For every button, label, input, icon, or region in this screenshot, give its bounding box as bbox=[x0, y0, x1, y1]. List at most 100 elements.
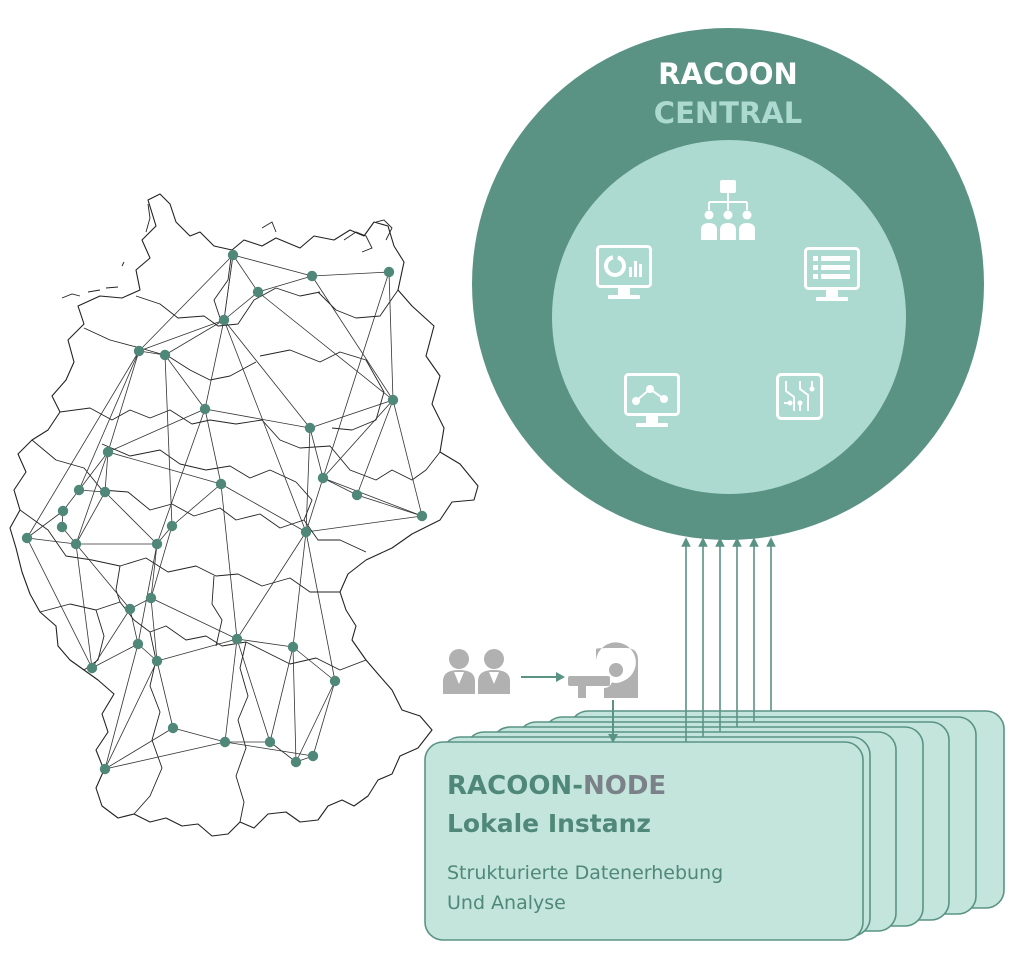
network-link bbox=[311, 271, 390, 277]
network-link bbox=[104, 491, 158, 545]
network-link bbox=[322, 477, 423, 517]
network-link bbox=[224, 741, 314, 757]
network-link bbox=[223, 291, 259, 321]
network-node-dot bbox=[86, 662, 98, 674]
network-link bbox=[236, 638, 271, 743]
network-link bbox=[172, 727, 226, 743]
network-link bbox=[138, 319, 225, 352]
network-link bbox=[150, 597, 238, 640]
coast-islands bbox=[61, 203, 393, 299]
network-node-dot bbox=[145, 592, 157, 604]
network-link bbox=[104, 660, 158, 770]
network-node-dot bbox=[290, 756, 302, 768]
network-link bbox=[171, 483, 222, 527]
racoon-central: RACOON CENTRAL bbox=[472, 28, 984, 540]
node-title-part2: NODE bbox=[583, 771, 666, 801]
network-link bbox=[392, 399, 423, 517]
network-node-dot bbox=[132, 638, 144, 650]
network-node-dot bbox=[151, 538, 163, 550]
network-link bbox=[107, 408, 206, 453]
network-link bbox=[236, 638, 294, 648]
ct-scanner-icon bbox=[568, 642, 638, 698]
node-subtitle: Lokale Instanz bbox=[447, 809, 651, 838]
network-link bbox=[309, 427, 324, 479]
network-link bbox=[26, 537, 77, 545]
network-link bbox=[137, 543, 158, 645]
germany-map bbox=[9, 193, 479, 837]
network-link bbox=[232, 254, 259, 293]
network-node-dot bbox=[387, 394, 399, 406]
central-inner-circle bbox=[552, 140, 906, 494]
central-title-line1: RACOON bbox=[658, 57, 798, 91]
hierarchy-icon bbox=[701, 180, 755, 240]
network-link bbox=[75, 491, 106, 545]
network-link bbox=[305, 427, 311, 533]
network-node-dot bbox=[167, 722, 179, 734]
network-link bbox=[204, 408, 222, 485]
network-node-dot bbox=[351, 489, 363, 501]
network-node-dot bbox=[252, 286, 264, 298]
network-link bbox=[104, 741, 226, 770]
network-node-dot bbox=[304, 422, 316, 434]
network-link bbox=[356, 399, 394, 496]
network-node-dot bbox=[133, 345, 145, 357]
network-link bbox=[91, 608, 131, 669]
network-link bbox=[26, 510, 64, 539]
dashboard-monitor-icon bbox=[596, 245, 652, 299]
network-link bbox=[269, 646, 294, 743]
network-link bbox=[150, 525, 173, 599]
node-description-line2: Und Analyse bbox=[447, 892, 566, 914]
network-link bbox=[138, 254, 234, 352]
network-node-dot bbox=[21, 532, 33, 544]
network-node-dot bbox=[70, 538, 82, 550]
network-link bbox=[295, 680, 336, 763]
network-link bbox=[224, 638, 238, 743]
network-link bbox=[305, 477, 324, 533]
network-node-dot bbox=[264, 736, 276, 748]
network-node-dot bbox=[300, 526, 312, 538]
node-card-front bbox=[424, 741, 864, 941]
network-link bbox=[26, 350, 140, 539]
network-node-dot bbox=[102, 446, 114, 458]
network-link bbox=[150, 597, 158, 662]
network-link bbox=[309, 399, 394, 429]
node-stack: RACOON-NODE Lokale Instanz Strukturierte… bbox=[424, 710, 1005, 941]
network-link bbox=[236, 531, 307, 640]
network-link bbox=[78, 451, 109, 491]
network-link bbox=[292, 646, 336, 682]
network-link bbox=[204, 319, 225, 410]
network-link bbox=[164, 354, 206, 410]
germany-outline bbox=[9, 193, 479, 837]
network-node-dot bbox=[383, 266, 395, 278]
network-link bbox=[257, 275, 313, 293]
network-link bbox=[26, 537, 93, 669]
network-node-dot bbox=[57, 505, 69, 517]
network-node-dot bbox=[99, 763, 111, 775]
network-node-dot bbox=[329, 675, 341, 687]
network-link bbox=[223, 254, 234, 321]
network-link bbox=[220, 483, 238, 640]
network-link bbox=[322, 271, 390, 479]
network-link bbox=[91, 643, 139, 669]
network-link bbox=[223, 319, 311, 429]
network-node-dot bbox=[287, 641, 299, 653]
network-link bbox=[104, 643, 139, 770]
network-node-dot bbox=[159, 349, 171, 361]
network-link bbox=[75, 543, 131, 610]
people-icon bbox=[443, 649, 510, 694]
network-node-dot bbox=[218, 314, 230, 326]
network-link bbox=[156, 638, 238, 662]
network-node-dot bbox=[416, 510, 428, 522]
network-node-dot bbox=[219, 736, 231, 748]
network-link bbox=[257, 291, 394, 401]
network-link bbox=[311, 275, 394, 401]
network-link bbox=[204, 408, 311, 429]
network-node-dot bbox=[99, 486, 111, 498]
network-node-dot bbox=[306, 270, 318, 282]
network-link bbox=[129, 608, 139, 645]
network-node-dot bbox=[199, 403, 211, 415]
network-link bbox=[104, 451, 109, 493]
upload-arrows bbox=[681, 537, 776, 742]
network-link bbox=[292, 646, 297, 763]
